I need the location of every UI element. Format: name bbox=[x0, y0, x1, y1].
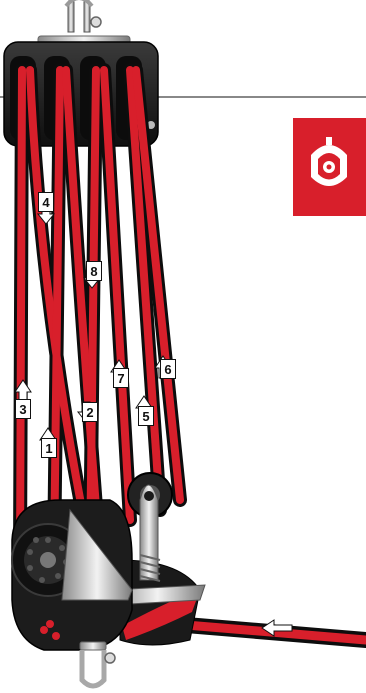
top-shackle bbox=[38, 0, 130, 46]
bottom-block bbox=[12, 500, 132, 650]
pulley-block-icon bbox=[311, 137, 347, 186]
bottom-shackle bbox=[80, 642, 115, 686]
